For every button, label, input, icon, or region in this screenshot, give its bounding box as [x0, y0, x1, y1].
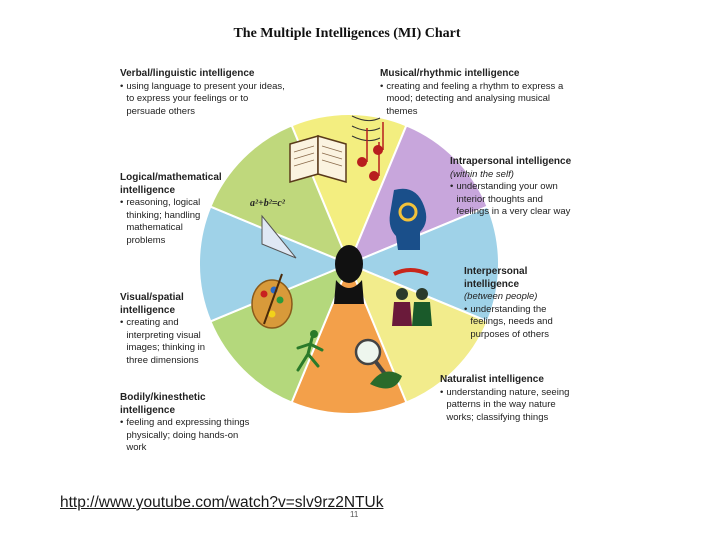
mi-description: feeling and expressing things physically…	[126, 417, 250, 453]
mi-description: reasoning, logical thinking; handling ma…	[126, 197, 201, 246]
music-notes-icon	[351, 115, 384, 181]
mi-name: Logical/mathematical intelligence	[120, 172, 222, 196]
mi-block-verbal: Verbal/linguistic intelligence •using la…	[120, 68, 290, 118]
pythagoras-formula: a²+b²=c²	[250, 198, 286, 209]
wheel-segment	[347, 262, 489, 404]
page-number: 11	[350, 510, 359, 519]
runner-icon	[296, 330, 324, 372]
mi-description: understanding your own interior thoughts…	[456, 181, 571, 217]
people-icon	[392, 268, 432, 326]
mi-block-logical: Logical/mathematical intelligence •reaso…	[120, 172, 222, 246]
mi-subtitle: (within the self)	[450, 168, 514, 180]
wheel-segment	[197, 205, 352, 323]
triangle-icon	[261, 214, 297, 259]
mi-description: creating and feeling a rhythm to express…	[386, 80, 564, 117]
palette-icon	[251, 273, 293, 329]
mi-block-musical: Musical/rhythmic intelligence •creating …	[380, 68, 572, 118]
chart-title: The Multiple Intelligences (MI) Chart	[233, 26, 461, 41]
mi-name: Verbal/linguistic intelligence	[120, 68, 255, 79]
mi-block-interpersonal: Interpersonal intelligence (between peop…	[464, 266, 576, 341]
mi-name: Visual/spatial intelligence	[120, 292, 184, 316]
mi-block-bodily: Bodily/kinesthetic intelligence •feeling…	[120, 392, 250, 453]
mi-name: Intrapersonal intelligence	[450, 156, 572, 167]
mi-name: Bodily/kinesthetic intelligence	[120, 392, 206, 416]
mi-description: using language to present your ideas, to…	[126, 80, 285, 117]
mi-subtitle: (between people)	[464, 291, 538, 302]
mi-name: Musical/rhythmic intelligence	[380, 68, 520, 79]
youtube-link[interactable]: http://www.youtube.com/watch?v=slv9rz2NT…	[60, 494, 384, 511]
head-silhouette-icon	[334, 245, 364, 304]
mi-wheel: a²+b²=c²	[197, 112, 501, 416]
mi-block-naturalist: Naturalist intelligence •understanding n…	[440, 374, 576, 424]
mi-description: creating and interpreting visual images;…	[126, 317, 206, 366]
mi-description: understanding the feelings, needs and pu…	[470, 303, 553, 340]
mi-name: Interpersonal intelligence	[464, 266, 528, 290]
mi-block-visual: Visual/spatial intelligence •creating an…	[120, 292, 226, 367]
wheel-segment	[209, 262, 351, 404]
mi-description: understanding nature, seeing patterns in…	[446, 386, 570, 423]
gear-head-icon	[389, 188, 427, 250]
wheel-segment	[346, 205, 501, 323]
magnifier-leaf-icon	[354, 338, 402, 389]
mi-block-intrapersonal: Intrapersonal intelligence (within the s…	[450, 156, 574, 219]
mi-name: Naturalist intelligence	[440, 374, 544, 385]
mi-chart-image: The Multiple Intelligences (MI) Chart	[112, 4, 582, 468]
wheel-segment	[347, 124, 489, 266]
wheel-segment	[209, 124, 351, 266]
book-icon	[289, 135, 347, 183]
